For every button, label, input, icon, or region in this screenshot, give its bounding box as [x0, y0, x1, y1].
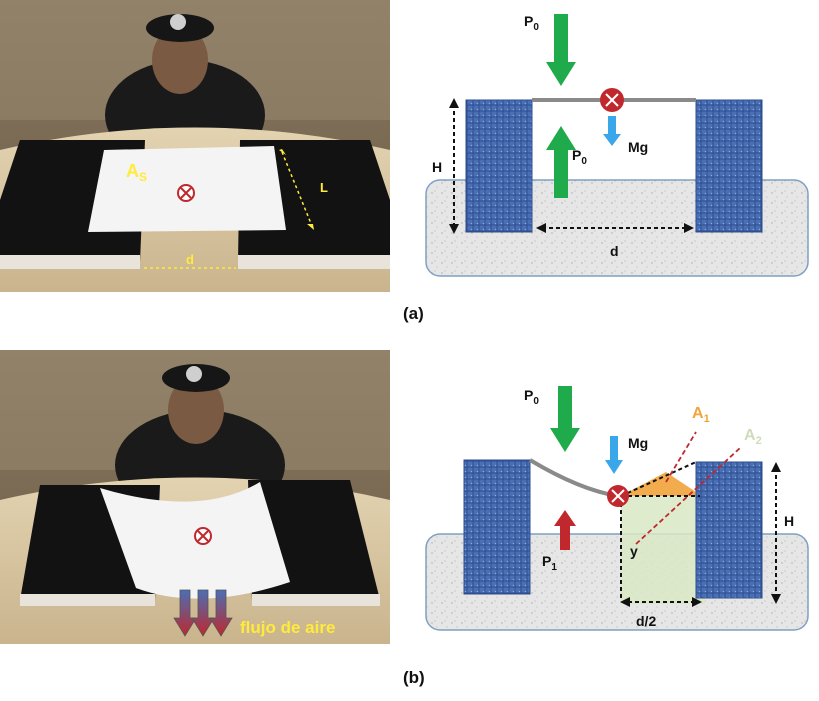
person-face [168, 376, 224, 444]
p0-label: P0 [524, 387, 539, 407]
gap-label: d [610, 243, 619, 259]
caption-a: (a) [403, 304, 424, 323]
paper-sheet-bent [100, 482, 290, 599]
block-right [695, 461, 763, 599]
a2-label: A2 [744, 427, 762, 447]
mg-arrow [603, 116, 621, 146]
p0-under-label: P0 [572, 147, 587, 167]
p0-top-label: P0 [524, 13, 539, 33]
length-arrow [281, 151, 313, 227]
diagram-b: A1 A2 P0 Mg P1 y H d/2 [410, 350, 819, 644]
mg-label: Mg [628, 139, 648, 155]
area-label: AS [126, 161, 147, 184]
airflow-arrows-icon [173, 589, 233, 637]
length-label: L [320, 180, 328, 195]
block-right [695, 99, 763, 233]
block-left [463, 459, 531, 595]
p0-top-arrow [546, 14, 576, 86]
gap-label: d [186, 252, 194, 267]
height-label: H [432, 159, 442, 175]
airflow-label: flujo de aire [240, 618, 335, 637]
p0-arrow [550, 386, 580, 452]
a1-pointer [665, 431, 697, 483]
region-area [621, 496, 705, 604]
y-label: y [630, 543, 638, 559]
a1-area [621, 472, 702, 496]
a1-label: A1 [692, 405, 710, 425]
p0-under-arrow [546, 126, 576, 198]
paper-line-bent [528, 458, 619, 498]
height-label: H [784, 513, 794, 529]
diagram-a: P0 P0 Mg H d [410, 0, 819, 292]
p1-arrow [554, 510, 576, 550]
person-face [152, 26, 208, 94]
block-left [465, 99, 533, 233]
photo-b: flujo de aire [0, 350, 390, 644]
photo-a: AS L d [0, 0, 390, 292]
mg-arrow [605, 436, 623, 474]
p1-label: P1 [542, 553, 557, 573]
caption-b: (b) [403, 668, 425, 687]
mg-label: Mg [628, 435, 648, 451]
half-gap-label: d/2 [636, 613, 656, 629]
